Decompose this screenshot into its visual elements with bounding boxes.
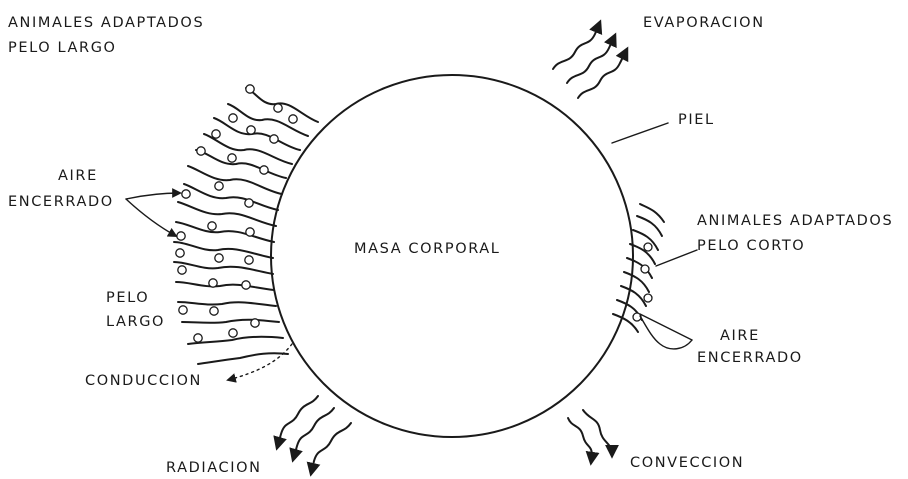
long-hair-title-line1: ANIMALES ADAPTADOS [8,15,204,31]
long-hair-title-line2: PELO LARGO [8,40,117,56]
radiation-label: RADIACION [166,460,262,476]
skin-label: PIEL [678,112,715,128]
short-hair-title-line2: PELO CORTO [697,238,805,254]
skin-leader-line [612,123,668,143]
trapped-air-left-line1: AIRE [58,168,98,184]
long-hair-line2: LARGO [106,314,165,330]
trapped-air-right-leader-lines [640,314,692,349]
center-label: MASA CORPORAL [354,241,501,257]
trapped-air-left-leader-lines [126,193,180,236]
short-hair-title-line1: ANIMALES ADAPTADOS [697,213,893,229]
convection-arrows [568,410,612,463]
evaporation-label: EVAPORACION [643,15,765,31]
radiation-arrows [277,396,351,474]
evaporation-arrows [553,22,627,98]
trapped-air-right-line1: AIRE [720,328,760,344]
convection-label: CONVECCION [630,455,744,471]
long-hair-line1: PELO [106,290,149,306]
conduction-label: CONDUCCION [85,373,202,389]
long-hair-strands [174,88,318,364]
conduction-arrow [228,344,292,380]
trapped-air-left-line2: ENCERRADO [8,194,114,210]
trapped-air-right-line2: ENCERRADO [697,350,803,366]
short-hair-leader-line [656,250,697,266]
